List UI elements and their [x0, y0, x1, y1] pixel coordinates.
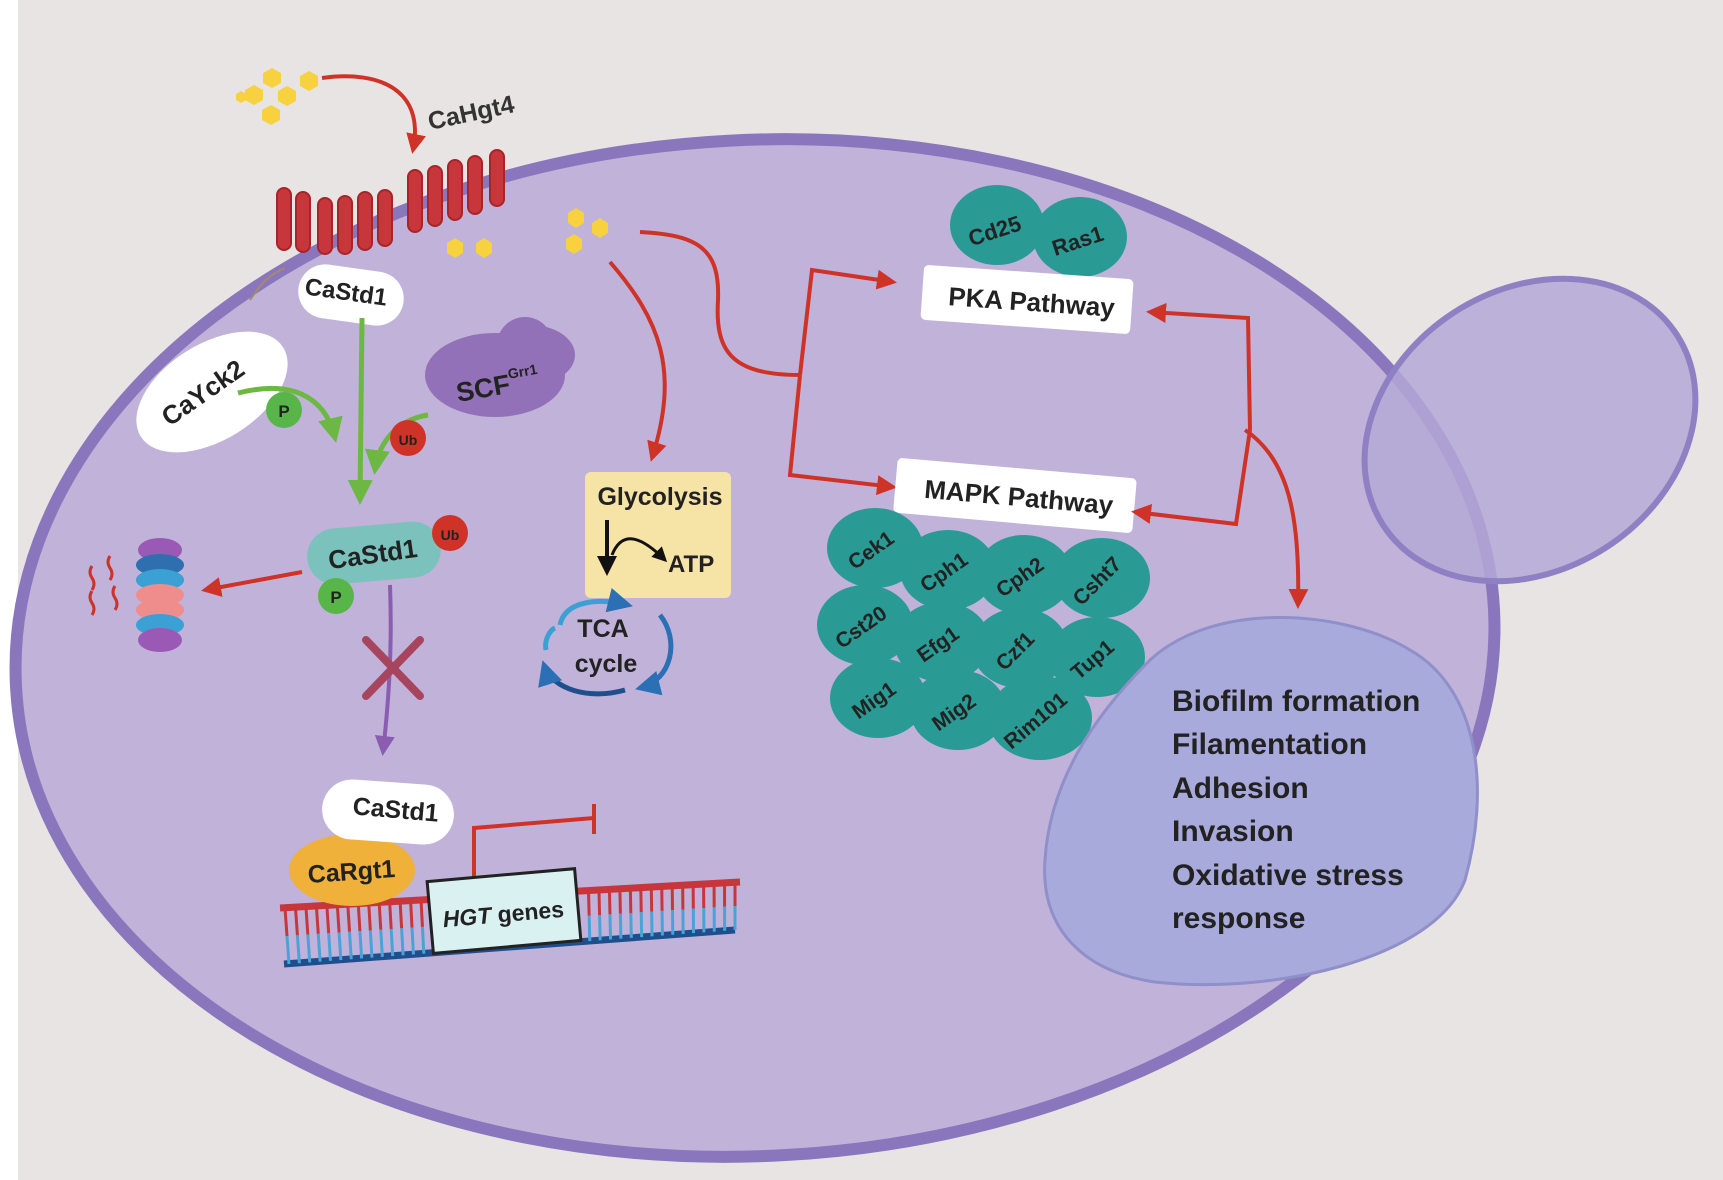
mapk-protein-shape-czf1 — [972, 608, 1068, 688]
scf-complex — [425, 317, 575, 417]
mapk-protein-shape-mig1 — [830, 658, 926, 738]
pathway-bracket-to-mapk — [1131, 429, 1252, 527]
castd1-nuclear-shape — [322, 779, 454, 845]
mapk-protein-shape-rim101 — [988, 676, 1092, 760]
hgt-genes-label: HGT genes — [442, 896, 565, 932]
yck2-phospho-arrow — [237, 386, 343, 443]
to-mapk-arrow — [787, 374, 897, 496]
svg-text:Ub: Ub — [441, 527, 460, 543]
glycolysis-label: Glycolysis — [597, 483, 722, 511]
svg-text:P: P — [278, 402, 289, 421]
response-item-4: Invasion — [1172, 815, 1294, 848]
mapk-pathway-box — [893, 458, 1137, 533]
response-item-2: Filamentation — [1172, 728, 1367, 761]
glycolysis-box — [585, 472, 731, 598]
proteasome — [136, 538, 184, 652]
phospho-badge-1: P — [266, 392, 302, 428]
atp-arrow — [610, 537, 668, 563]
degradation-arrow — [201, 570, 303, 597]
response-list: Biofilm formation Filamentation Adhesion… — [1172, 685, 1420, 935]
ubiquitin-badge-2: Ub — [432, 515, 468, 551]
tca-cycle-icon — [538, 588, 674, 697]
pka-proteins — [950, 185, 1127, 277]
pka-pathway-box — [920, 265, 1134, 334]
mapk-protein-shape-efg1 — [894, 602, 990, 682]
transcription-block-line — [472, 816, 595, 878]
transporter-cahgt4 — [276, 149, 505, 255]
cayck2-shape — [136, 331, 288, 453]
mapk-protein-cluster — [817, 508, 1150, 760]
glucose-signal-line — [639, 230, 801, 377]
atp-label: ATP — [668, 551, 714, 578]
hgt-genes-box — [425, 867, 583, 955]
ubiquitin-badge-1: Ub — [390, 420, 426, 456]
tca-label-line1: TCA — [577, 615, 628, 643]
scf-ubiquitin-arrow — [364, 412, 429, 475]
castd1-membrane-shape — [298, 264, 404, 326]
uptake-arrow — [321, 74, 426, 154]
svg-text:Ub: Ub — [399, 432, 418, 448]
mapk-protein-shape-cst20 — [817, 585, 913, 665]
response-blob — [1043, 616, 1479, 987]
response-item-6: response — [1172, 902, 1305, 935]
svg-text:P: P — [330, 588, 341, 607]
pathway-bracket-to-pka — [1146, 302, 1252, 431]
mapk-protein-shape-cph2 — [976, 535, 1072, 615]
castd1-tether — [249, 267, 286, 301]
phospho-badge-2: P — [318, 578, 354, 614]
glucose-intracellular — [447, 208, 608, 258]
mapk-protein-shape-csht7 — [1054, 538, 1150, 618]
glucose-to-glycolysis-arrow — [608, 260, 667, 462]
cargt1-shape — [289, 834, 415, 906]
std1-to-modified-arrow — [347, 317, 373, 505]
tca-label-line2: cycle — [575, 650, 638, 678]
glucose-extracellular — [236, 68, 318, 125]
mapk-protein-shape-cek1 — [827, 508, 923, 588]
blocked-cross-icon — [362, 636, 424, 700]
daughter-bud — [1361, 275, 1699, 585]
peptide-fragments — [88, 555, 119, 616]
castd1-modified-shape — [307, 521, 441, 585]
mapk-protein-shape-tup1 — [1049, 617, 1145, 697]
mapk-protein-shape-mig2 — [910, 670, 1006, 750]
response-item-3: Adhesion — [1172, 772, 1309, 805]
response-item-5: Oxidative stress — [1172, 859, 1404, 892]
cargt1-label: CaRgt1 — [307, 855, 396, 889]
to-pka-arrow — [798, 267, 897, 376]
response-item-1: Biofilm formation — [1172, 685, 1420, 718]
mapk-protein-shape-cph1 — [900, 530, 996, 610]
to-responses-arrow — [1243, 428, 1309, 609]
